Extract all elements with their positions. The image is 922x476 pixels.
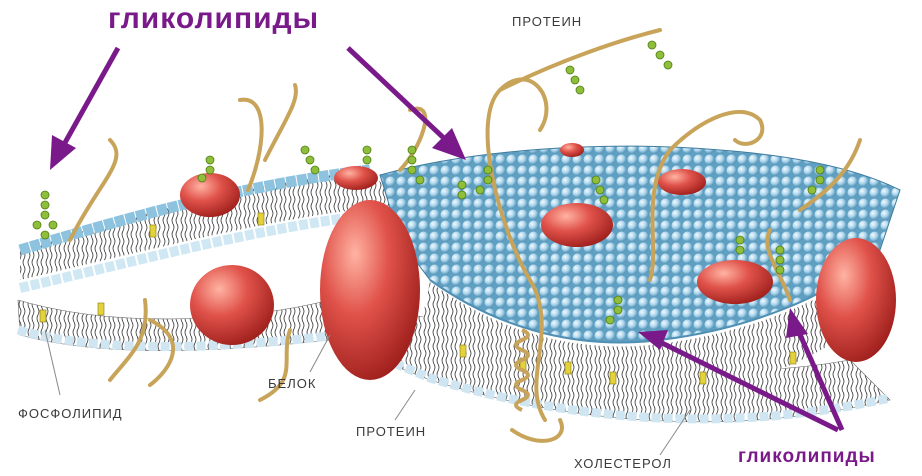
protein xyxy=(190,265,274,345)
protein xyxy=(560,143,584,157)
protein xyxy=(816,238,896,362)
protein xyxy=(697,260,773,304)
protein xyxy=(334,166,378,190)
protein xyxy=(320,200,420,380)
phospholipid-label: ФОСФОЛИПИД xyxy=(18,406,123,421)
belok-label: БЕЛОК xyxy=(268,376,316,391)
glycolipids-label-bottom: гликолипиды xyxy=(738,446,876,468)
protein xyxy=(180,173,240,217)
cholesterol-label: ХОЛЕСТЕРОЛ xyxy=(574,456,672,471)
glycolipids-label-top: гликолипиды xyxy=(108,2,319,36)
protein xyxy=(541,203,613,247)
protein xyxy=(658,169,706,195)
protein-label-bottom: ПРОТЕИН xyxy=(356,424,426,439)
protein-label-top: ПРОТЕИН xyxy=(512,14,582,29)
